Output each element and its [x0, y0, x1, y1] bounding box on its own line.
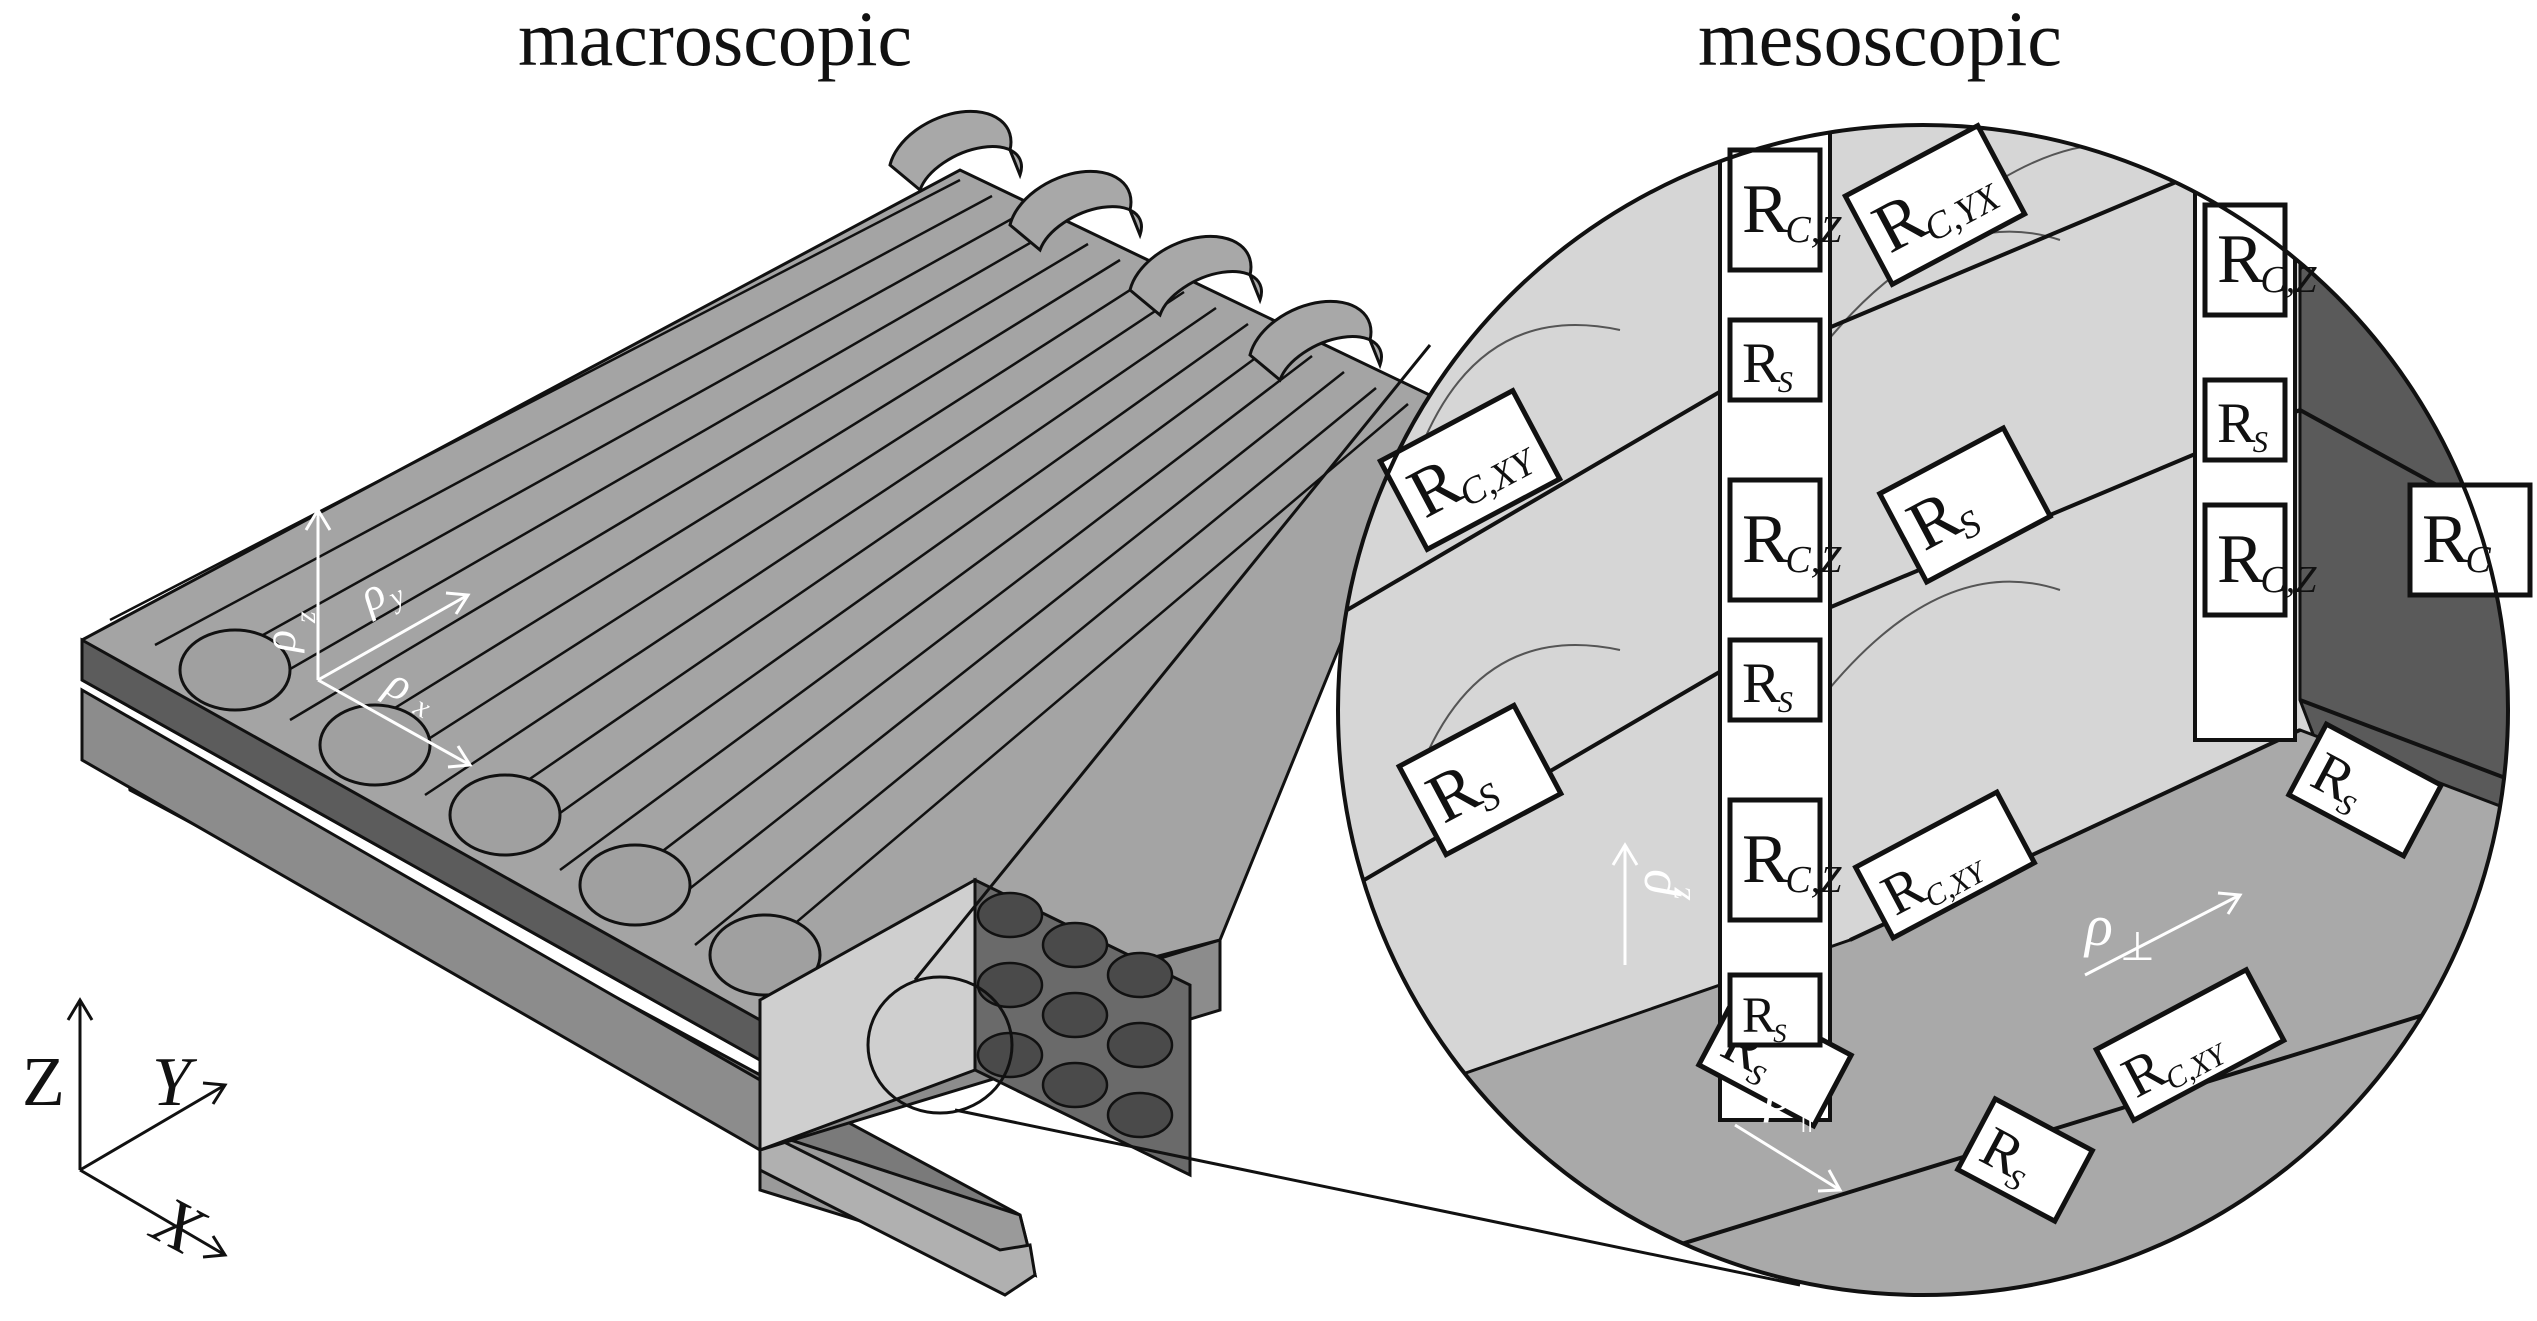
meso-label-boxes: RC,XYRC,YXRSRSRC,XYRC,XYRSRSRSRSRSRC,ZRC… [1376, 122, 2533, 1225]
cut-face-left [758, 877, 977, 1153]
label-subscript: S [1778, 365, 1793, 399]
strand-line [424, 290, 1185, 797]
label-box-r-c-yx: RC,YX [1841, 122, 2029, 288]
zoom-line-top [913, 344, 1432, 981]
label-box-r-s: RS [1876, 424, 2054, 586]
strand-line [154, 194, 993, 647]
label-box-r-s: RS [2285, 720, 2445, 860]
strand-line [604, 355, 1313, 896]
label-box-r-c-z: RC,Z [2202, 502, 2317, 618]
label-box-r-c-z: RC,Z [2202, 202, 2317, 318]
label-box-r-c-z: RC,Z [1727, 797, 1842, 923]
strand-lines [109, 178, 1409, 971]
global-axes [66, 997, 228, 1259]
magnifier-circle [866, 975, 1014, 1115]
label-subscript: C,Z [1785, 859, 1842, 901]
label-text: R [2422, 501, 2469, 578]
strand-line [694, 387, 1377, 946]
zoom-line-bottom [954, 1108, 1801, 1287]
local-axis-z-sub: z [289, 611, 322, 624]
label-box-r-c-partial: RC [2407, 482, 2533, 598]
strand-line [109, 178, 961, 622]
label-subscript: C,Z [2260, 559, 2317, 601]
label-box-r-s: RS [1727, 972, 1823, 1048]
label-text: R [1742, 987, 1776, 1043]
strand-line [199, 210, 1025, 672]
front-loops [178, 628, 822, 997]
label-text: R [2217, 221, 2264, 298]
local-axes [304, 507, 473, 769]
strand-line [244, 226, 1057, 697]
strand-line [334, 258, 1121, 747]
label-box-r-c-xy: RC,XY [2092, 966, 2288, 1124]
label-subscript: C,Z [1785, 539, 1842, 581]
heading-mesoscopic: mesoscopic [1698, 0, 2062, 82]
global-axis-y-label: Y [152, 1044, 198, 1121]
label-box-r-s: RS [1727, 317, 1823, 403]
label-text: R [1742, 171, 1789, 248]
strand-line [559, 338, 1281, 872]
meso-direction-arrows [1611, 842, 2243, 1193]
label-subscript: S [2253, 425, 2268, 459]
label-text: R [2217, 392, 2256, 455]
local-axis-z-label: ρ [254, 630, 305, 654]
label-text: R [1742, 332, 1781, 395]
macro-printed-part: ρ z ρ y ρ x [80, 109, 1801, 1297]
label-subscript: C,Z [1785, 209, 1842, 251]
strand-line [379, 274, 1153, 772]
direction-perp-label: ρ [2083, 893, 2113, 958]
label-subscript: S [1778, 685, 1793, 719]
zoom-circle-border [1336, 123, 2510, 1297]
strand-line [289, 242, 1089, 722]
label-box-r-c-xy: RC,XY [1852, 788, 2038, 942]
label-box-r-s: RS [1727, 637, 1823, 723]
label-box-r-s: RS [1395, 701, 1565, 859]
label-text: R [1742, 652, 1781, 715]
label-text: R [1742, 821, 1789, 898]
direction-perp-sub: ⊥ [2120, 924, 2155, 969]
strand-line [739, 403, 1409, 971]
global-axis-z-label: Z [22, 1044, 65, 1121]
direction-z-sub: z [1661, 887, 1698, 901]
direction-z-label: ρ [1622, 869, 1682, 897]
label-box-r-c-z: RC,Z [1727, 477, 1842, 603]
bottom-strand-protrusion [758, 1127, 1037, 1297]
strand-line [469, 306, 1217, 822]
strand-cross-sections [976, 891, 1174, 1139]
strand-line [649, 371, 1345, 921]
label-box-r-c-z: RC,Z [1727, 147, 1842, 273]
label-text: R [1742, 501, 1789, 578]
strand-line [514, 322, 1249, 847]
label-box-r-s: RS [1954, 1095, 2096, 1225]
label-box-r-s: RS [2202, 377, 2288, 463]
heading-macroscopic: macroscopic [518, 0, 913, 82]
direction-parallel-sub: || [1800, 1096, 1814, 1133]
u-turn-loops [888, 109, 1383, 383]
direction-parallel-label: ρ [1763, 1058, 1793, 1123]
label-box-r-c-xy: RC,XY [1376, 387, 1564, 553]
label-subscript: S [1773, 1018, 1786, 1048]
label-subscript: C,Z [2260, 259, 2317, 301]
label-text: R [2217, 521, 2264, 598]
